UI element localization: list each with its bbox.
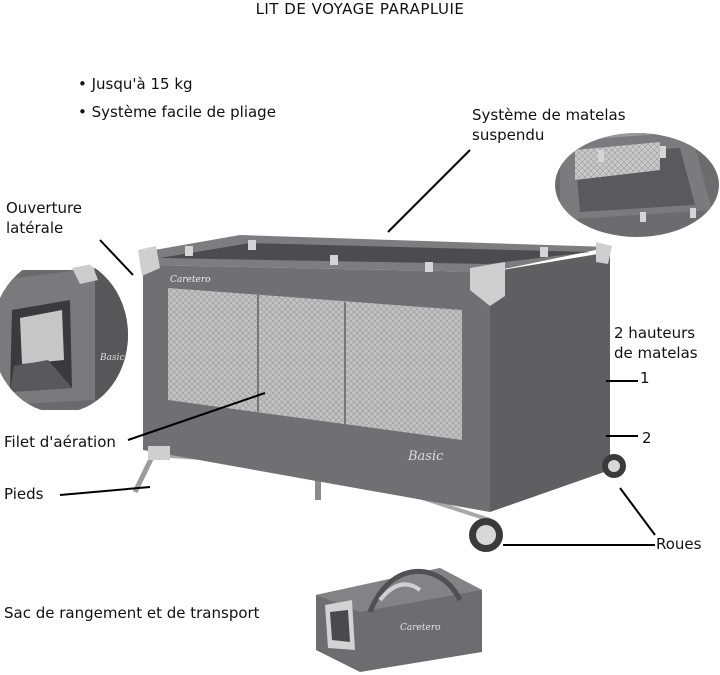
- feature-folding: Système facile de pliage: [78, 98, 276, 126]
- corner-cap-left: [138, 246, 160, 276]
- leader-lines: [59, 149, 656, 546]
- label-height-2: 2: [642, 429, 652, 447]
- label-wheels: Roues: [656, 535, 702, 553]
- cot-inside: [160, 243, 590, 264]
- cot-end-panel: [490, 252, 610, 512]
- label-ventilation-mesh: Filet d'aération: [4, 433, 116, 451]
- label-feet: Pieds: [4, 485, 44, 503]
- label-mattress-system-line2: suspendu: [472, 126, 545, 144]
- leader-mesh: [127, 392, 266, 441]
- leader-side-opening: [99, 239, 134, 276]
- page-title: LIT DE VOYAGE PARAPLUIE: [255, 0, 465, 18]
- label-mattress-heights-line1: 2 hauteurs: [614, 324, 696, 342]
- corner-cap-front: [470, 262, 505, 306]
- label-side-opening-line2: latérale: [6, 219, 64, 237]
- mattress-system-inset: [555, 133, 719, 237]
- leader-wheels-back: [619, 487, 656, 536]
- storage-bag: Caretero: [316, 568, 482, 672]
- label-height-1: 1: [640, 369, 650, 387]
- label-mattress-system-line1: Système de matelas: [472, 106, 626, 124]
- feature-weight: Jusqu'à 15 kg: [78, 70, 276, 98]
- leader-mattress-system: [387, 149, 471, 233]
- feature-list: Jusqu'à 15 kg Système facile de pliage: [78, 70, 276, 126]
- corner-cap-back: [596, 242, 612, 264]
- label-side-opening-line1: Ouverture: [6, 199, 83, 217]
- cot-brand-logo: Caretero: [170, 275, 211, 285]
- front-left-leg: [132, 453, 156, 494]
- inset-model-logo: Basic: [99, 353, 125, 363]
- leader-feet: [59, 486, 151, 496]
- label-storage-bag: Sac de rangement et de transport: [4, 604, 260, 622]
- bag-brand-logo: Caretero: [400, 623, 441, 633]
- side-opening-inset: Basic: [0, 257, 128, 413]
- label-mattress-heights-line2: de matelas: [614, 344, 698, 362]
- cot-model-logo: Basic: [407, 449, 444, 464]
- travel-cot: Caretero Basic: [132, 235, 626, 552]
